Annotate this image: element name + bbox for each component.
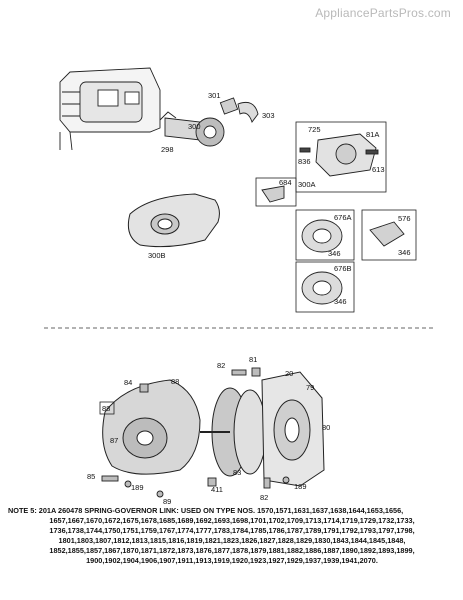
flywheel-80 — [200, 387, 267, 477]
cover-676B — [295, 261, 355, 313]
part-label-725: 725 — [308, 125, 321, 134]
engine-crankcase-79 — [261, 371, 325, 487]
part-label-346-a: 346 — [328, 249, 341, 258]
intake-elbow-303 — [219, 97, 259, 123]
part-label-88-box: 88 — [102, 404, 110, 413]
part-label-81A: 81A — [366, 130, 379, 139]
part-label-80: 80 — [322, 423, 330, 432]
part-label-298: 298 — [161, 145, 174, 154]
part-label-82-bottom: 82 — [260, 493, 268, 502]
part-label-189-right: 189 — [294, 482, 307, 491]
part-label-346-c: 346 — [334, 297, 347, 306]
part-label-676B: 676B — [334, 264, 352, 273]
air-cleaner-assembly-300 — [159, 111, 225, 147]
bracket-684 — [255, 177, 297, 207]
part-label-676A: 676A — [334, 213, 352, 222]
cover-300B — [127, 193, 220, 248]
part-label-87: 87 — [110, 436, 118, 445]
part-label-346-b: 346 — [398, 248, 411, 257]
part-label-189-left: 189 — [131, 483, 144, 492]
note-line: NOTE 5: 201A 260478 SPRING-GOVERNOR LINK… — [8, 506, 404, 515]
part-label-576: 576 — [398, 214, 411, 223]
part-label-684: 684 — [279, 178, 292, 187]
part-label-82-top: 82 — [217, 361, 225, 370]
note-5-text: NOTE 5: 201A 260478 SPRING-GOVERNOR LINK… — [8, 506, 456, 566]
part-label-303: 303 — [262, 111, 275, 120]
cover-assembly-300A — [295, 121, 387, 193]
hardware-bolts — [101, 367, 290, 498]
note-line: 1736,1738,1744,1750,1751,1759,1767,1774,… — [49, 526, 415, 535]
part-label-83: 83 — [233, 468, 241, 477]
cover-676A — [295, 209, 355, 261]
engine-block-drawing — [59, 67, 161, 151]
note-line: 1900,1902,1904,1906,1907,1911,1913,1919,… — [86, 556, 378, 565]
part-label-300B: 300B — [148, 251, 166, 260]
part-label-85: 85 — [87, 472, 95, 481]
part-label-301: 301 — [208, 91, 221, 100]
part-label-300: 300 — [188, 122, 201, 131]
bracket-576 — [361, 209, 417, 261]
note-line: 1657,1667,1670,1672,1675,1678,1685,1689,… — [49, 516, 415, 525]
part-label-411: 411 — [211, 485, 223, 494]
note-line: 1852,1855,1857,1867,1870,1871,1872,1873,… — [49, 546, 415, 555]
part-label-84: 84 — [124, 378, 132, 387]
rewind-starter-housing-88 — [99, 379, 201, 475]
part-label-79: 79 — [306, 383, 314, 392]
part-label-20: 20 — [285, 369, 293, 378]
watermark: AppliancePartsPros.com — [315, 6, 451, 20]
part-label-88-top: 88 — [171, 377, 179, 386]
part-label-836: 836 — [298, 157, 311, 166]
part-label-300A: 300A — [298, 180, 316, 189]
part-label-89: 89 — [163, 497, 171, 506]
note-line: 1801,1803,1807,1812,1813,1815,1816,1819,… — [58, 536, 406, 545]
part-label-613: 613 — [372, 165, 385, 174]
part-label-81: 81 — [249, 355, 257, 364]
